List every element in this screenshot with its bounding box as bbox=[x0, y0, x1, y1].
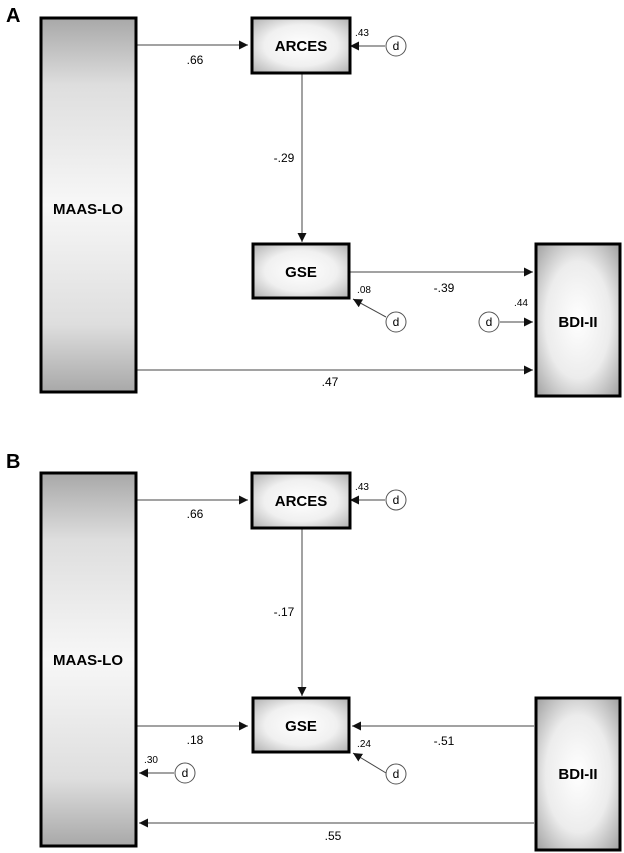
node-label: ARCES bbox=[275, 38, 328, 55]
path-coefficient: .66 bbox=[187, 53, 204, 67]
disturbance-label: d bbox=[486, 315, 493, 329]
disturbance-label: d bbox=[393, 39, 400, 53]
disturbance-circle bbox=[385, 35, 407, 57]
node-maas-lo bbox=[39, 471, 138, 848]
path-coefficient: .66 bbox=[187, 507, 204, 521]
disturbance-circle bbox=[385, 763, 407, 785]
path-coefficient: .55 bbox=[325, 829, 342, 843]
disturbance-arrow-gse bbox=[352, 752, 387, 774]
node-bdi-ii bbox=[534, 242, 622, 398]
disturbance-label: d bbox=[393, 767, 400, 781]
path-coefficient: .47 bbox=[322, 375, 339, 389]
disturbance-circle bbox=[385, 489, 407, 511]
residual-variance: .08 bbox=[357, 285, 371, 296]
residual-variance: .44 bbox=[514, 298, 528, 309]
node-maas-lo bbox=[39, 16, 138, 394]
node-label: BDI-II bbox=[558, 314, 597, 331]
panel-letter: A bbox=[6, 5, 20, 27]
node-label: GSE bbox=[285, 264, 317, 281]
path-coefficient: -.29 bbox=[274, 151, 295, 165]
residual-variance: .24 bbox=[357, 739, 371, 750]
disturbance-arrow-gse bbox=[352, 298, 387, 318]
disturbance-label: d bbox=[393, 315, 400, 329]
residual-variance: .30 bbox=[144, 755, 158, 766]
disturbance-circle bbox=[385, 311, 407, 333]
node-label: MAAS-LO bbox=[53, 201, 123, 218]
disturbance-circle bbox=[174, 762, 196, 784]
node-gse bbox=[251, 696, 351, 754]
disturbance-circle bbox=[478, 311, 500, 333]
path-coefficient: .18 bbox=[187, 733, 204, 747]
node-arces bbox=[250, 16, 352, 75]
node-gse bbox=[251, 242, 351, 300]
node-arces bbox=[250, 471, 352, 530]
residual-variance: .43 bbox=[355, 482, 369, 493]
node-label: GSE bbox=[285, 718, 317, 735]
node-label: MAAS-LO bbox=[53, 652, 123, 669]
node-bdi-ii bbox=[534, 696, 622, 852]
panel-a: A MAAS-LO ARCES GSE BDI-II d d d .66 -.2… bbox=[6, 5, 622, 398]
path-coefficient: -.17 bbox=[274, 605, 295, 619]
path-coefficient: -.51 bbox=[434, 734, 455, 748]
panel-letter: B bbox=[6, 451, 20, 473]
residual-variance: .43 bbox=[355, 28, 369, 39]
path-coefficient: -.39 bbox=[434, 281, 455, 295]
panel-b: B MAAS-LO ARCES GSE BDI-II d d d .66 -.1… bbox=[6, 451, 622, 852]
disturbance-label: d bbox=[393, 493, 400, 507]
node-label: BDI-II bbox=[558, 766, 597, 783]
node-label: ARCES bbox=[275, 493, 328, 510]
disturbance-label: d bbox=[182, 766, 189, 780]
